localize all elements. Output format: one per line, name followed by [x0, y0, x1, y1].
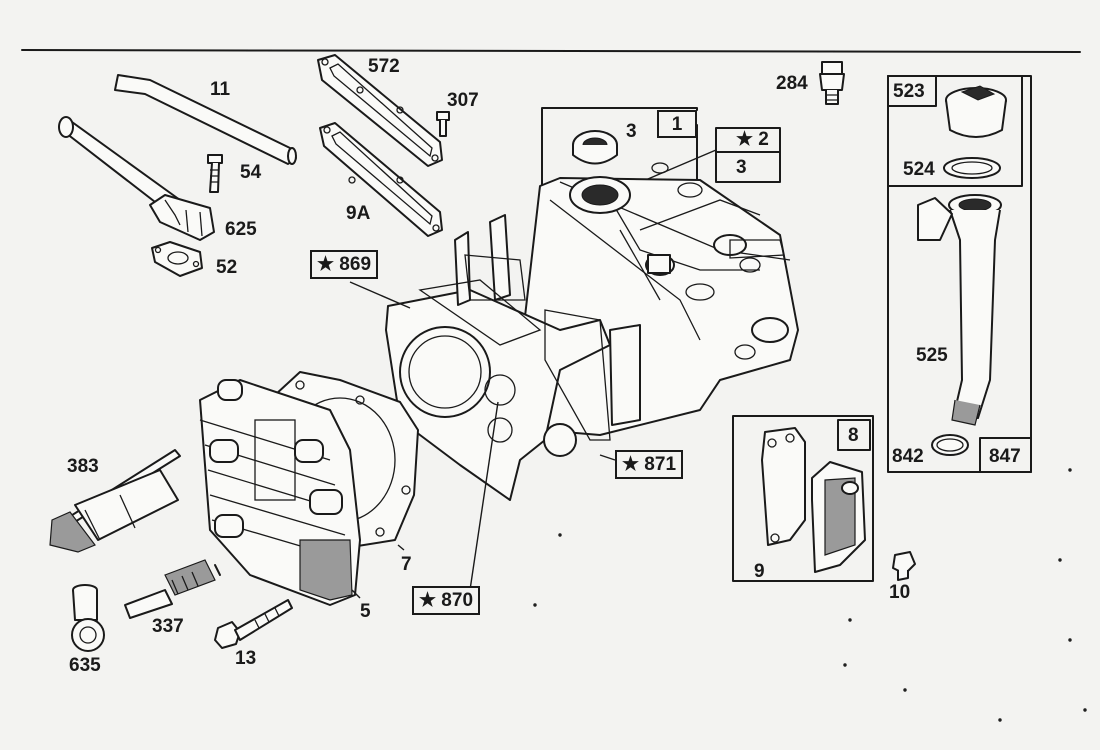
screw-10 — [892, 551, 916, 581]
gasket-52 — [151, 241, 203, 277]
part-label-625: 625 — [225, 219, 257, 240]
part-label-572: 572 — [368, 56, 400, 77]
dipstick-kit-847 — [887, 75, 1032, 473]
ignition-383 — [49, 449, 181, 553]
part-label-525: 525 — [916, 345, 948, 366]
part-label-307: 307 — [447, 90, 479, 111]
bolt-13 — [214, 599, 293, 649]
breather-tube-11 — [114, 74, 297, 165]
part-label-11: 11 — [210, 79, 231, 100]
part-label-9: 9 — [754, 561, 765, 582]
part-label-337: 337 — [152, 616, 184, 637]
part-label-10: 10 — [889, 582, 911, 603]
print-speckle — [533, 468, 1087, 722]
crankcase-block — [385, 162, 799, 501]
breather-assembly-625 — [58, 116, 215, 241]
part-label-383: 383 — [67, 456, 99, 477]
part-label-54: 54 — [240, 162, 262, 183]
part-label-13: 13 — [235, 648, 257, 669]
screw-54 — [207, 154, 223, 193]
part-label-847: 847 — [989, 446, 1021, 467]
part-label-870: ★ 870 — [412, 586, 481, 615]
part-label-9a: 9A — [346, 203, 371, 224]
gasket-572 — [317, 54, 443, 167]
part-label-842: 842 — [892, 446, 924, 467]
top-rule — [21, 49, 1081, 53]
cylinder-head-5 — [199, 379, 361, 606]
screw-307 — [436, 111, 450, 137]
part-label-871: ★ 871 — [615, 450, 684, 479]
plug-284 — [819, 61, 845, 105]
part-label-5: 5 — [360, 601, 371, 622]
kit-1-outline — [541, 107, 698, 187]
part-label-1: 1 — [657, 110, 697, 138]
part-label-7: 7 — [401, 554, 412, 575]
part-label-524: 524 — [903, 159, 935, 180]
part-label-284: 284 — [776, 73, 808, 94]
part-label-3-seal: 3 — [626, 121, 637, 142]
part-label-8: 8 — [848, 425, 859, 446]
part-label-3-kit: 3 — [736, 157, 747, 178]
part-label-869: ★ 869 — [310, 250, 379, 279]
seal-3 — [572, 130, 618, 165]
gasket-9a — [319, 122, 443, 237]
part-label-2: ★ 2 — [736, 129, 769, 150]
part-label-635: 635 — [69, 655, 101, 676]
valve-cover-kit-8 — [732, 415, 874, 582]
kit-2-outline — [715, 127, 781, 183]
part-label-523: 523 — [893, 81, 925, 102]
spark-plug-337 — [124, 559, 221, 619]
spark-boot-635 — [71, 584, 105, 652]
part-label-52: 52 — [216, 257, 238, 278]
